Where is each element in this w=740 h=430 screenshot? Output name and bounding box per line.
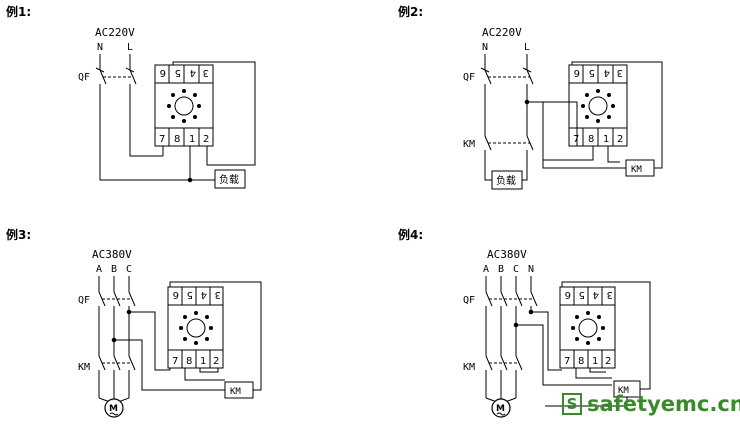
svg-text:8: 8	[174, 134, 180, 145]
contactor-km-label: KM	[463, 139, 475, 150]
load-label: 负载	[496, 174, 516, 187]
motor-label: M	[109, 404, 118, 414]
phase-n-label: N	[528, 264, 534, 275]
example-4-label: 例4:	[398, 227, 423, 242]
svg-text:5: 5	[579, 289, 585, 300]
svg-text:4: 4	[604, 67, 610, 78]
svg-text:6: 6	[173, 289, 179, 300]
supply-wires	[99, 54, 131, 70]
watermark: S safetyemc.cn	[562, 392, 740, 416]
contactor-km-label: KM	[463, 362, 475, 373]
phase-b-label: B	[111, 264, 117, 275]
svg-text:8: 8	[578, 356, 584, 367]
load-wires	[99, 84, 215, 181]
contactor-km-label: KM	[78, 362, 90, 373]
svg-text:7: 7	[564, 356, 570, 367]
breaker-qf-label: QF	[463, 295, 475, 306]
relay-socket: 6 5 4 3 7 8 1 2	[568, 64, 628, 147]
svg-text:3: 3	[203, 67, 209, 78]
supply-voltage: AC380V	[92, 248, 132, 261]
svg-text:2: 2	[203, 134, 209, 145]
svg-text:6: 6	[574, 67, 580, 78]
phase-n-label: N	[97, 42, 103, 53]
phase-l-label: L	[127, 42, 133, 53]
svg-text:1: 1	[200, 356, 206, 367]
example-4: 例4: AC380V A B C N QF KM M KM 6 5 4	[398, 227, 651, 418]
svg-text:7: 7	[573, 134, 579, 145]
svg-text:4: 4	[593, 289, 599, 300]
svg-text:3: 3	[215, 289, 221, 300]
svg-text:6: 6	[160, 67, 166, 78]
relay-socket: 6 5 4 3 7 8 1 2	[167, 286, 224, 369]
coil-km-label: KM	[230, 387, 241, 397]
svg-text:5: 5	[175, 67, 181, 78]
relay-socket: 6 5 4 3 7 8 1 2	[154, 64, 214, 147]
phase-a-label: A	[483, 264, 489, 275]
phase-n-label: N	[482, 42, 488, 53]
supply-voltage: AC220V	[482, 26, 522, 39]
control-wire	[172, 61, 256, 166]
breaker-contacts	[95, 67, 137, 85]
relay-socket: 6 5 4 3 7 8 1 2	[559, 286, 616, 369]
motor-label: M	[496, 404, 505, 414]
example-3: 例3: AC380V A B C QF KM M KM 6 5 4 3 7	[6, 227, 262, 418]
phase-c-label: C	[513, 264, 519, 275]
example-1: 例1: AC220V N L QF 负载 6 5 4 3 7 8 1 2	[6, 4, 256, 189]
supply-voltage: AC220V	[95, 26, 135, 39]
example-2-label: 例2:	[398, 4, 423, 19]
svg-text:8: 8	[186, 356, 192, 367]
watermark-text: safetyemc.cn	[587, 392, 740, 416]
svg-text:7: 7	[172, 356, 178, 367]
breaker-qf-label: QF	[78, 295, 90, 306]
svg-text:4: 4	[190, 67, 196, 78]
example-3-label: 例3:	[6, 227, 31, 242]
svg-text:2: 2	[617, 134, 623, 145]
svg-text:2: 2	[605, 356, 611, 367]
load-label: 负载	[219, 173, 239, 186]
svg-text:5: 5	[187, 289, 193, 300]
example-1-label: 例1:	[6, 4, 31, 19]
coil-km-label: KM	[631, 165, 642, 175]
svg-text:2: 2	[213, 356, 219, 367]
watermark-s-icon: S	[562, 393, 582, 415]
supply-voltage: AC380V	[487, 248, 527, 261]
breaker-contacts	[480, 67, 534, 85]
phase-a-label: A	[96, 264, 102, 275]
phase-l-label: L	[524, 42, 530, 53]
svg-text:5: 5	[589, 67, 595, 78]
svg-text:1: 1	[603, 134, 609, 145]
phase-c-label: C	[126, 264, 132, 275]
svg-text:4: 4	[201, 289, 207, 300]
breaker-qf-label: QF	[78, 72, 90, 83]
svg-text:1: 1	[592, 356, 598, 367]
svg-text:7: 7	[159, 134, 165, 145]
motor-icon	[491, 398, 511, 418]
svg-text:1: 1	[189, 134, 195, 145]
breaker-qf-label: QF	[463, 72, 475, 83]
coil-km-label: KM	[618, 386, 629, 396]
svg-text:3: 3	[607, 289, 613, 300]
svg-text:6: 6	[565, 289, 571, 300]
motor-icon	[104, 398, 124, 418]
svg-text:3: 3	[617, 67, 623, 78]
load-box	[214, 169, 246, 189]
example-2: 例2: AC220V N L QF KM 负载 KM 6 5 4 3 7	[398, 4, 663, 190]
phase-b-label: B	[498, 264, 504, 275]
svg-text:8: 8	[588, 134, 594, 145]
